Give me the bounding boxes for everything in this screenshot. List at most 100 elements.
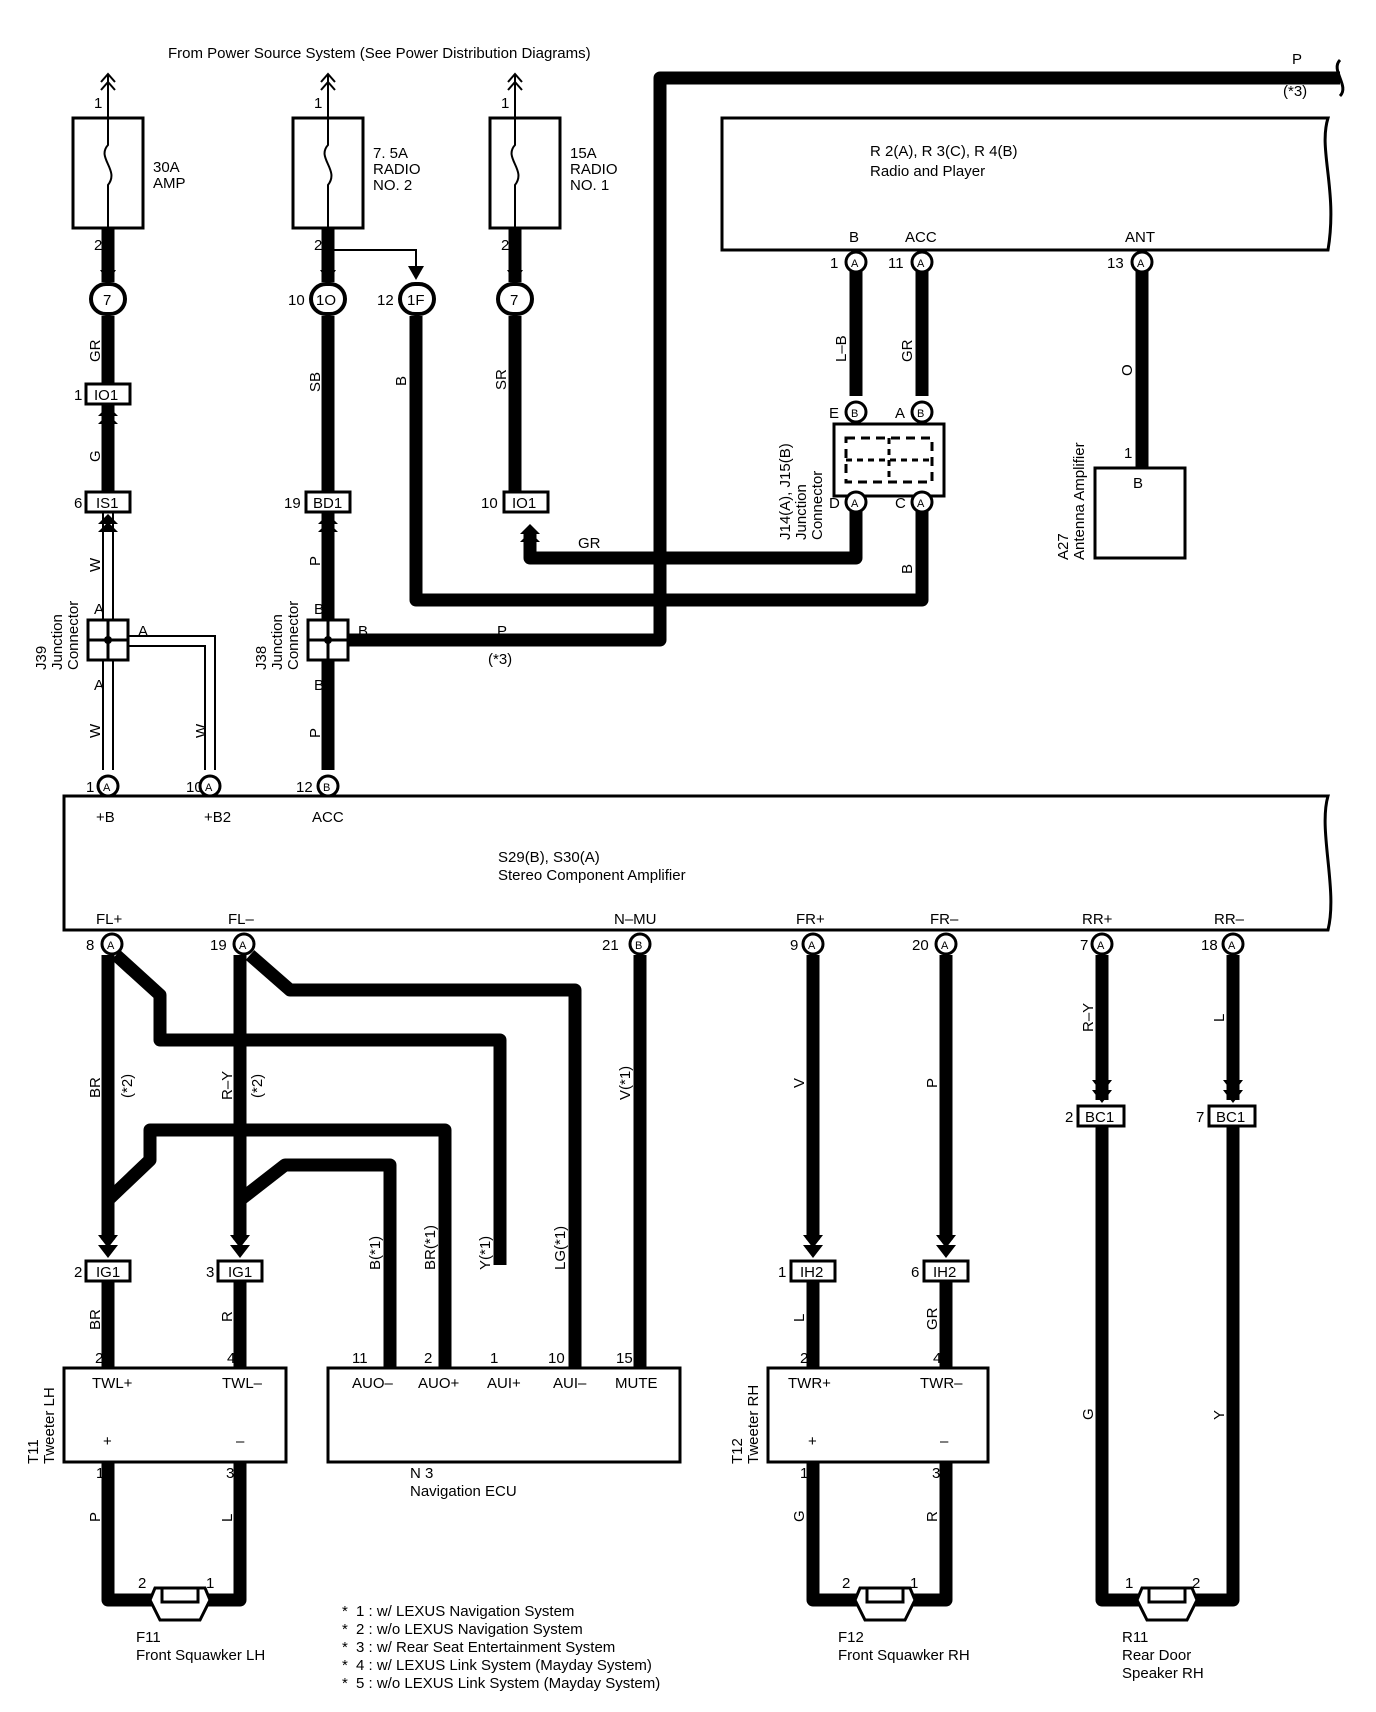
terminal-label: N–MU (614, 911, 657, 928)
wire-color: BR (87, 1077, 104, 1098)
power-arrow-radio2 (320, 72, 336, 118)
stereo-component-amplifier: S29(B), S30(A) Stereo Component Amplifie… (62, 794, 1333, 932)
wire-color: BR (87, 1309, 104, 1330)
connector-pin: 2 (1065, 1109, 1073, 1126)
wire-note: (*2) (249, 1074, 266, 1098)
pin-label: B (358, 623, 368, 640)
p-wire-break: P (*3) (1283, 51, 1345, 100)
terminal-label: +B (96, 809, 115, 826)
pin-number: E (829, 405, 839, 422)
pin-number: 2 (138, 1575, 146, 1592)
pin-conn: A (917, 258, 925, 270)
pin-number: 20 (912, 937, 929, 954)
junction-connector-j39: A A A J39 Junction Connector (33, 601, 148, 694)
connector-bd1: 19 BD1 (284, 490, 352, 514)
note-text: 1 : w/ LEXUS Navigation System (356, 1603, 574, 1620)
pin-number: D (829, 495, 840, 512)
terminal-label: FR+ (796, 911, 825, 928)
pin-conn: A (941, 940, 949, 952)
pin-number: 9 (790, 937, 798, 954)
tweeter-id: T12 (729, 1438, 746, 1464)
pin-number: 2 (1192, 1575, 1200, 1592)
terminal-label: +B2 (204, 809, 231, 826)
ecu-id: N 3 (410, 1465, 433, 1482)
wire-color: G (1080, 1408, 1097, 1420)
pin-label: A (94, 677, 104, 694)
pin-number: 1 (800, 1465, 808, 1482)
pin-conn: A (205, 782, 213, 794)
wire-color: P (87, 1512, 104, 1522)
note-text: 2 : w/o LEXUS Navigation System (356, 1621, 583, 1638)
note-mark: * (342, 1639, 348, 1656)
pin-number: 11 (888, 255, 904, 272)
antenna-name: Antenna Amplifier (1071, 442, 1088, 560)
speaker-id: F12 (838, 1629, 864, 1646)
pin-number: 4 (227, 1350, 235, 1367)
wire-color: P (924, 1078, 941, 1088)
connector-code: 1F (407, 292, 425, 309)
wire-color: V(*1) (617, 1066, 634, 1100)
fuse-rating: 15A (570, 145, 597, 162)
junction-label: Connector (809, 471, 826, 540)
pin-number: C (895, 495, 906, 512)
pin-conn: B (635, 940, 642, 952)
pin-number: 12 (296, 779, 313, 796)
terminal-label: TWL+ (92, 1375, 133, 1392)
pin-number: 1 (1125, 1575, 1133, 1592)
connector-code: IS1 (96, 495, 119, 512)
wire-color: B (393, 376, 410, 386)
wire-color: P (307, 556, 324, 566)
wire-color: W (193, 723, 210, 738)
connector-1o: 10 1O (288, 282, 347, 316)
terminal-label: TWR+ (788, 1375, 831, 1392)
connector-7-amp: 7 (89, 282, 127, 316)
speaker-r11: 1 2 R11 Rear Door Speaker RH (1122, 1575, 1204, 1682)
pin-number: A (895, 405, 905, 422)
connector-code: IH2 (800, 1264, 823, 1281)
junction-id: J38 (253, 646, 270, 670)
tweeter-lh: 2 4 TWL+ TWL– + – 1 3 T11 Tweeter LH (25, 1350, 288, 1482)
pin-number: 7 (1080, 937, 1088, 954)
connector-code: IG1 (96, 1264, 120, 1281)
pin-conn: A (917, 498, 925, 510)
wire-color: R (219, 1311, 236, 1322)
connector-pin: 19 (284, 495, 301, 512)
pin-number: 8 (86, 937, 94, 954)
note-mark: * (342, 1657, 348, 1674)
pin-number: 10 (548, 1350, 565, 1367)
pin-conn: B (323, 782, 330, 794)
pin-conn: A (1228, 940, 1236, 952)
fuse-pin: 2 (501, 237, 509, 254)
pin-number: 1 (86, 779, 94, 796)
terminal-label: AUO+ (418, 1375, 460, 1392)
amplifier-id: S29(B), S30(A) (498, 849, 600, 866)
junction-label: Junction (269, 614, 286, 670)
connector-code: IG1 (228, 1264, 252, 1281)
wire-color: L–B (833, 335, 850, 362)
lower-arrows (98, 1080, 1243, 1258)
pin-number: 2 (800, 1350, 808, 1367)
pin-number: 13 (1107, 255, 1124, 272)
pin-number: 21 (602, 937, 619, 954)
pin-conn: A (851, 258, 859, 270)
connector-pin: 10 (481, 495, 498, 512)
speaker-f11: 2 1 F11 Front Squawker LH (136, 1575, 265, 1664)
connector-code: BC1 (1085, 1109, 1114, 1126)
chevrons (98, 406, 540, 542)
wires (101, 71, 1340, 1607)
pin-number: 2 (842, 1575, 850, 1592)
power-arrow-radio1 (507, 72, 523, 118)
pin-conn: A (239, 940, 247, 952)
pin-number: 18 (1201, 937, 1218, 954)
amplifier-name: Stereo Component Amplifier (498, 867, 686, 884)
connector-code: IH2 (933, 1264, 956, 1281)
amplifier-pins: 1 A 10 A 12 B 8 A 19 A 21 B 9 A 20 A 7 A… (86, 774, 1245, 956)
connector-code: 1O (316, 292, 336, 309)
arrows-top (100, 266, 523, 282)
tweeter-name: Tweeter LH (41, 1387, 58, 1464)
radio-name: Radio and Player (870, 163, 985, 180)
fuse-name: RADIO (570, 161, 618, 178)
pin-conn: A (1097, 940, 1105, 952)
pin-conn: B (851, 408, 858, 420)
navigation-ecu: 11 2 1 10 15 AUO– AUO+ AUI+ AUI– MUTE N … (326, 1350, 682, 1500)
